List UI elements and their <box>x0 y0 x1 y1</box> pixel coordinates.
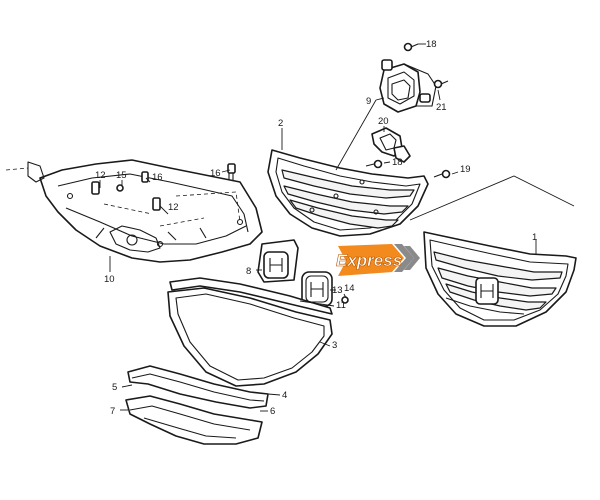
upper-molding-strip <box>169 277 333 315</box>
callout-10: 10 <box>104 274 115 285</box>
screw-18-mid <box>365 159 383 169</box>
callout-18b: 18 <box>392 157 403 168</box>
callout-18a: 18 <box>426 39 437 50</box>
callout-12a: 12 <box>95 170 106 181</box>
watermark-sub: parça <box>363 272 393 284</box>
upper-mount-bracket <box>379 59 437 113</box>
callout-6: 6 <box>270 406 275 417</box>
main-grille-assembly <box>267 149 429 237</box>
screw-19 <box>433 169 451 179</box>
lower-molding-upper <box>127 365 269 409</box>
callout-8: 8 <box>246 266 251 277</box>
callout-5: 5 <box>112 382 117 393</box>
grille-surround-garnish <box>167 287 333 387</box>
screw-18-top <box>403 42 419 52</box>
callout-14: 14 <box>344 283 355 294</box>
callout-19: 19 <box>460 164 471 175</box>
watermark-brand: Express <box>336 251 402 270</box>
callout-16b: 16 <box>210 168 221 179</box>
watermark-chevron-1 <box>394 244 414 272</box>
callout-9: 9 <box>366 96 371 107</box>
callout-1: 1 <box>532 232 537 243</box>
screw-21 <box>433 79 449 89</box>
watermark-chevron-2 <box>404 246 420 270</box>
callout-13: 13 <box>332 285 343 296</box>
callout-11: 11 <box>336 300 346 311</box>
front-emblem <box>301 271 333 307</box>
callout-4: 4 <box>282 390 287 401</box>
grille-assembly-complete <box>423 231 577 327</box>
express-parca-watermark: Express parça <box>336 244 420 284</box>
small-mount-bracket <box>371 127 411 163</box>
watermark-badge <box>338 244 404 276</box>
callout-20: 20 <box>378 116 389 127</box>
upper-support-bracket <box>5 159 263 263</box>
callout-12b: 12 <box>168 202 179 213</box>
callout-3: 3 <box>332 340 337 351</box>
callout-21: 21 <box>436 102 447 113</box>
emblem-with-base <box>257 239 299 283</box>
leader-lines <box>99 43 575 412</box>
callout-7: 7 <box>110 406 115 417</box>
callout-16a: 16 <box>152 172 163 183</box>
callout-15: 15 <box>116 170 127 181</box>
lower-molding-lower <box>125 395 263 445</box>
callout-2: 2 <box>278 118 283 129</box>
callout-labels: 1 2 3 4 5 6 7 8 9 10 11 12 12 13 14 15 1… <box>95 39 537 417</box>
